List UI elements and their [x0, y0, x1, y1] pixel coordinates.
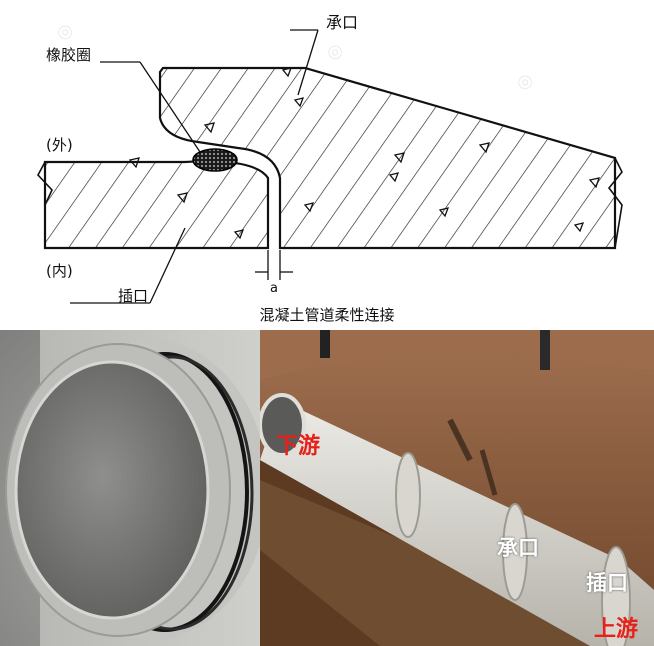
rubber-ring — [192, 148, 238, 172]
label-socket: 承口 — [326, 13, 358, 32]
svg-text:◎: ◎ — [513, 69, 536, 95]
label-spigot: 插口 — [118, 287, 148, 305]
trench-photo: 下游 承口 插口 上游 — [260, 330, 654, 646]
diagram-caption: 混凝土管道柔性连接 — [259, 306, 395, 324]
label-photo-socket: 承口 — [497, 536, 539, 560]
concrete-marks — [128, 67, 600, 240]
label-inside: (内) — [46, 262, 73, 280]
label-downstream: 下游 — [276, 434, 321, 459]
label-rubber-ring: 橡胶圈 — [46, 46, 91, 64]
pipe-joint-diagram: ◎ ◎ ◎ — [37, 13, 623, 305]
pipe-end-photo — [0, 330, 260, 646]
label-upstream: 上游 — [594, 617, 639, 642]
label-photo-spigot: 插口 — [586, 571, 628, 595]
label-outside: (外) — [46, 136, 73, 154]
svg-text:◎: ◎ — [323, 39, 346, 65]
spigot-section — [37, 160, 270, 250]
leader-lines — [70, 29, 319, 304]
svg-text:◎: ◎ — [53, 19, 76, 45]
label-gap: a — [270, 281, 278, 296]
socket-section — [158, 66, 623, 250]
